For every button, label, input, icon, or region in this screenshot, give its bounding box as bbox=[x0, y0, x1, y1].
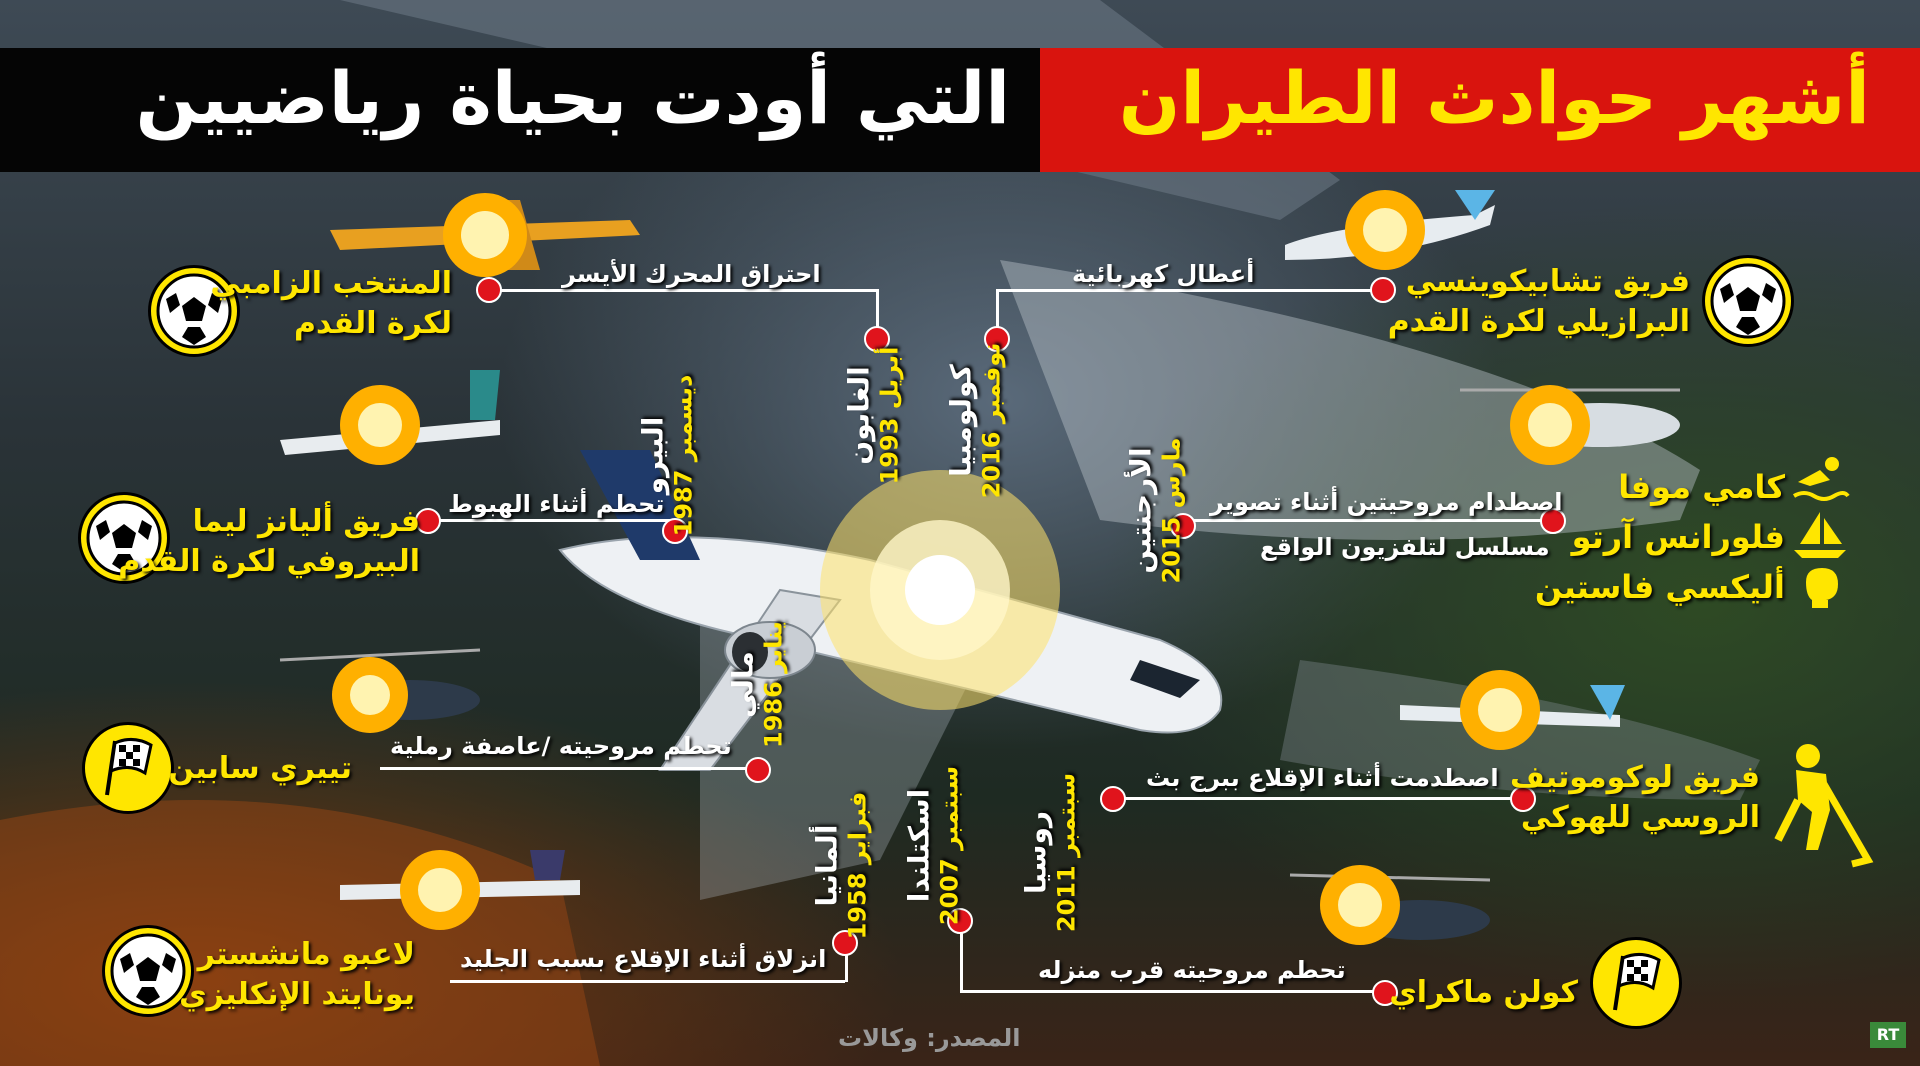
event-marker-dot bbox=[476, 277, 502, 303]
connector-line bbox=[1115, 797, 1520, 800]
athlete-name: كولن ماكراي bbox=[1389, 975, 1578, 1010]
accident-cause: احتراق المحرك الأيسر bbox=[562, 260, 821, 288]
connector-line bbox=[960, 990, 1390, 993]
football-icon bbox=[1702, 255, 1794, 347]
rt-logo: RT bbox=[1870, 1022, 1906, 1048]
event-marker-dot bbox=[745, 757, 771, 783]
hockey-player-icon bbox=[1774, 744, 1874, 868]
plane-explosion-thumb bbox=[330, 193, 640, 277]
title-rest: التي أودت بحياة رياضيين bbox=[135, 56, 1010, 140]
checkered-flag-icon bbox=[82, 722, 174, 814]
event-marker-dot bbox=[415, 508, 441, 534]
connector-line bbox=[876, 289, 879, 339]
connector-line bbox=[380, 767, 757, 770]
helicopter-explosion-thumb bbox=[1289, 865, 1491, 945]
event-marker-dot bbox=[1540, 508, 1566, 534]
connector-line bbox=[450, 980, 845, 983]
helicopter-explosion-thumb bbox=[1460, 385, 1680, 465]
football-icon bbox=[102, 925, 194, 1017]
event-marker-dot bbox=[662, 518, 688, 544]
plane-explosion-thumb bbox=[1400, 670, 1625, 750]
connector-line bbox=[996, 289, 999, 339]
central-airplane-illustration bbox=[558, 450, 1223, 771]
connector-line bbox=[996, 289, 1382, 292]
accident-cause: أعطال كهربائية bbox=[1072, 260, 1255, 288]
accident-cause: تحطم مروحيته قرب منزله bbox=[1038, 956, 1346, 984]
event-marker-dot bbox=[1510, 786, 1536, 812]
checkered-flag-icon bbox=[1590, 937, 1682, 1029]
accident-cause: اصطدمت أثناء الإقلاع ببرج بث bbox=[1146, 764, 1499, 792]
football-icon bbox=[148, 265, 240, 357]
connector-line bbox=[845, 940, 848, 982]
event-marker-dot bbox=[1372, 980, 1398, 1006]
accident-cause: تحطم مروحيته /عاصفة رملية bbox=[390, 732, 732, 760]
accident-cause: انزلاق أثناء الإقلاع بسبب الجليد bbox=[460, 945, 827, 973]
event-marker-dot bbox=[864, 326, 890, 352]
connector-line bbox=[492, 289, 878, 292]
event-marker-dot bbox=[1100, 786, 1126, 812]
event-marker-dot bbox=[1170, 513, 1196, 539]
header-bar: أشهر حوادث الطيران التي أودت بحياة رياضي… bbox=[0, 48, 1920, 172]
source-credit: المصدر: وكالات bbox=[838, 1024, 1021, 1052]
accident-cause: تحطم أثناء الهبوط bbox=[448, 490, 665, 518]
plane-explosion-thumb bbox=[340, 850, 580, 930]
football-icon bbox=[78, 492, 170, 584]
sailing-icon bbox=[1794, 512, 1846, 558]
connector-line bbox=[1190, 519, 1550, 522]
event-marker-dot bbox=[1370, 277, 1396, 303]
title-highlight: أشهر حوادث الطيران bbox=[1118, 56, 1870, 140]
boxing-glove-icon bbox=[1806, 568, 1838, 608]
athlete-name: تييري سابين bbox=[168, 751, 352, 786]
plane-explosion-thumb bbox=[280, 370, 500, 465]
swimmer-icon bbox=[1792, 457, 1850, 501]
connector-line bbox=[430, 519, 675, 522]
event-marker-dot bbox=[832, 930, 858, 956]
helicopter-explosion-thumb bbox=[279, 648, 481, 733]
header-highlight: أشهر حوادث الطيران bbox=[1040, 48, 1920, 172]
accident-cause: اصطدام مروحيتين أثناء تصوير bbox=[1210, 488, 1563, 516]
plane-explosion-thumb bbox=[1285, 190, 1495, 270]
connector-line bbox=[960, 918, 963, 992]
accident-cause: مسلسل لتلفزيون الواقع bbox=[1260, 533, 1550, 561]
event-marker-dot bbox=[984, 326, 1010, 352]
event-marker-dot bbox=[947, 908, 973, 934]
